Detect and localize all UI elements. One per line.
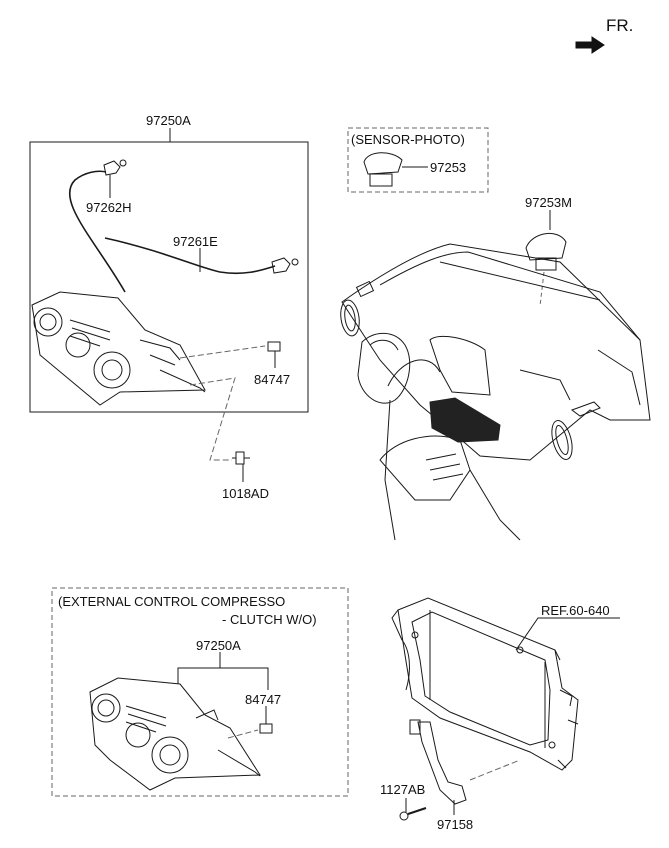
front-direction-label: FR. <box>606 16 634 35</box>
sensor-bracket-97158 <box>409 719 467 805</box>
screw-1018ad <box>232 451 250 465</box>
cable-97262h <box>68 170 126 293</box>
label-sensor-photo-title: (SENSOR-PHOTO) <box>351 132 465 147</box>
label-1127ab: 1127AB <box>380 782 426 797</box>
label-97262h: 97262H <box>86 200 132 215</box>
label-84747: 84747 <box>254 372 291 387</box>
clip-84747-alt <box>259 723 273 734</box>
sensor-dash-unit <box>525 233 567 271</box>
radiator-support-frame <box>391 597 579 771</box>
label-1018ad: 1018AD <box>222 486 269 501</box>
label-97253m: 97253M <box>525 195 572 210</box>
label-external-control-title: (EXTERNAL CONTROL COMPRESSO <box>58 594 286 609</box>
cable-connector-top <box>103 160 121 176</box>
front-arrow-icon <box>575 36 605 54</box>
dashboard-climate-unit <box>429 397 501 443</box>
label-97261e: 97261E <box>173 234 218 249</box>
label-external-control-subtitle: - CLUTCH W/O) <box>222 612 317 627</box>
assembly-frame <box>29 141 309 413</box>
label-ref-60-640: REF.60-640 <box>541 603 610 618</box>
dash-to-panel <box>539 271 545 307</box>
dashline-clip <box>179 345 266 359</box>
clip-84747 <box>267 341 281 352</box>
label-97250a-alt: 97250A <box>196 638 241 653</box>
label-97253: 97253 <box>430 160 467 175</box>
cable-ring-top <box>119 159 127 167</box>
dashline-screw <box>189 377 236 461</box>
cable-ring-right <box>291 258 299 266</box>
climate-control-unit-alt <box>89 677 261 791</box>
label-84747-alt: 84747 <box>245 692 282 707</box>
cable-97261e <box>104 237 276 275</box>
bolt-1127ab <box>399 807 427 821</box>
label-97158: 97158 <box>437 817 474 832</box>
label-97250a: 97250A <box>146 113 191 128</box>
climate-control-unit-main <box>31 291 206 406</box>
dashboard-panel <box>340 243 651 541</box>
dashline-bracket <box>469 759 521 781</box>
dashline-clip-alt <box>227 729 259 739</box>
external-control-frame <box>51 587 349 797</box>
sensor-photo-frame <box>347 127 489 193</box>
sensor-photo-unit <box>363 152 403 187</box>
ref-leader <box>515 617 620 651</box>
cable-connector-right <box>271 257 291 274</box>
